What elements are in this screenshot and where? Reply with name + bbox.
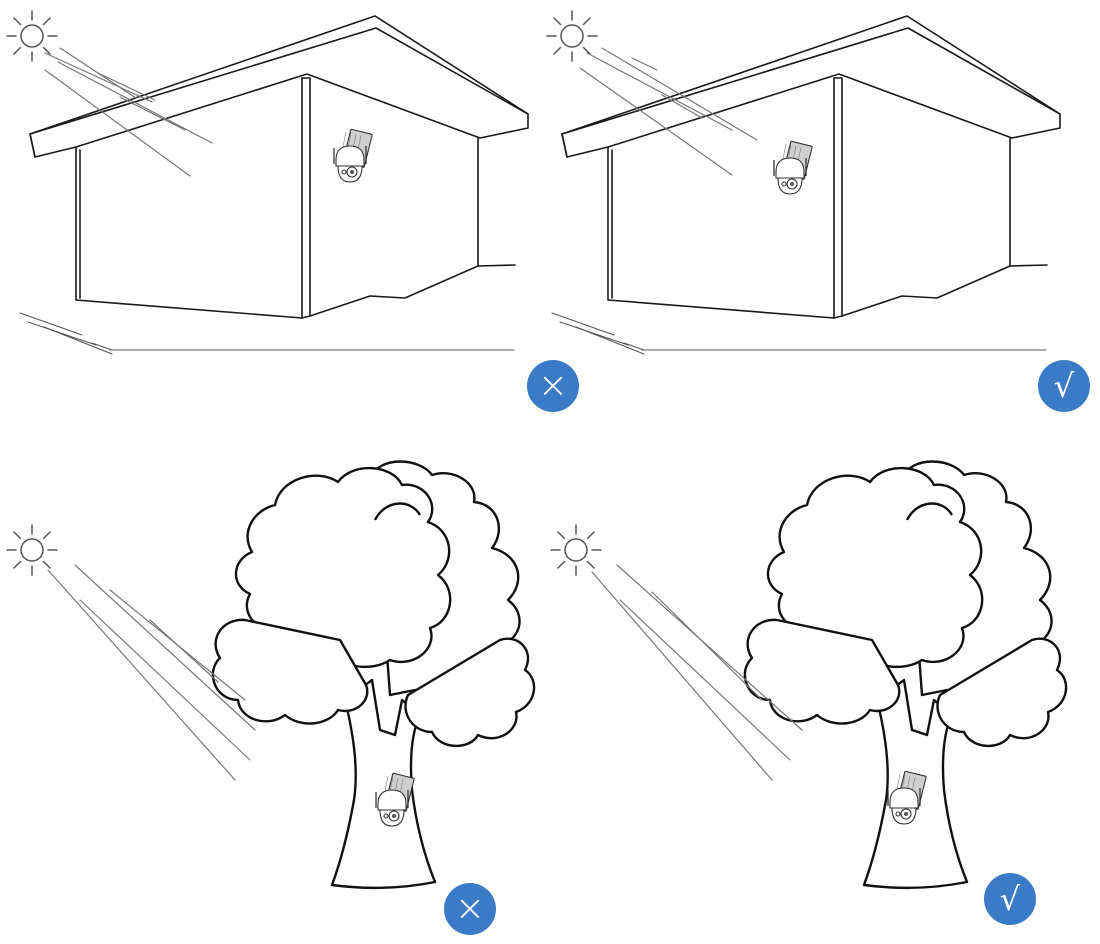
right-badge: √: [1038, 360, 1090, 412]
solar-camera-icon: [773, 140, 813, 195]
house-icon: [19, 15, 529, 355]
wrong-badge: ×: [444, 883, 496, 935]
sun-rays: [47, 564, 256, 781]
panel-tree-wrong: [6, 460, 536, 890]
sun-icon: [550, 524, 602, 576]
tree-icon: [211, 460, 536, 890]
sun-icon: [6, 524, 58, 576]
sun-icon: [546, 10, 598, 62]
sun-rays: [579, 47, 758, 176]
house-icon: [551, 15, 1061, 355]
sun-icon: [6, 10, 58, 62]
sun-rays: [44, 47, 213, 177]
wrong-badge: ×: [527, 360, 579, 412]
panel-tree-right: [550, 460, 1068, 890]
panel-house-right: [546, 10, 1061, 355]
solar-camera-icon: [333, 128, 373, 183]
panel-house-wrong: [6, 10, 529, 355]
sun-rays: [591, 564, 803, 781]
right-badge: √: [984, 873, 1036, 925]
